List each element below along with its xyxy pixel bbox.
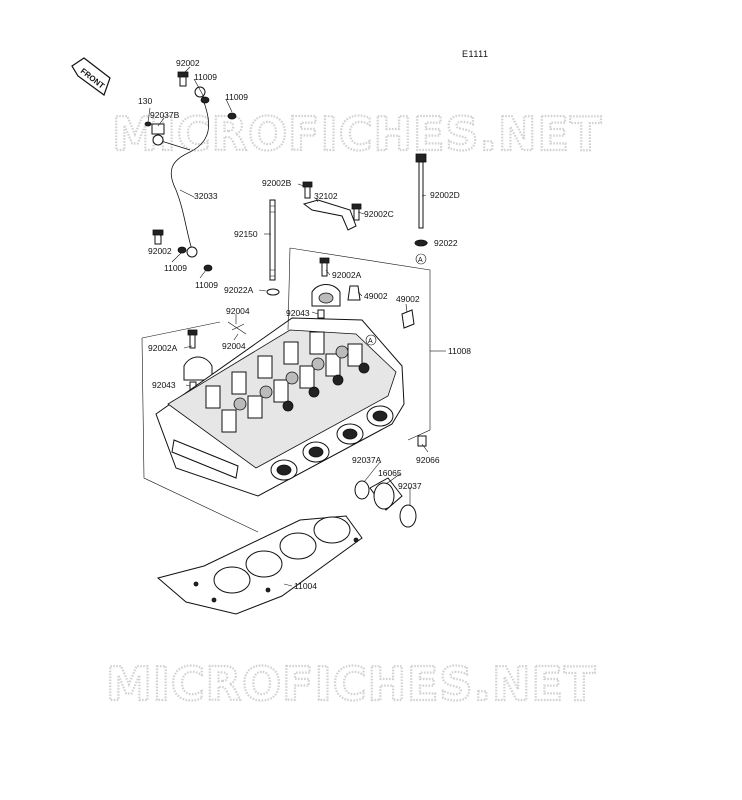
label-92002d: 92002D [430, 190, 460, 200]
label-92043-right: 92043 [286, 308, 310, 318]
label-92002b: 92002B [262, 178, 292, 188]
label-32033: 32033 [194, 191, 218, 201]
label-32102: 32102 [314, 191, 338, 201]
label-130: 130 [138, 96, 152, 106]
cylinder-head: A [155, 317, 405, 497]
marker-a-head: A [368, 338, 373, 345]
marker-a-right: A [418, 257, 423, 264]
intake-ports [270, 405, 394, 481]
label-92002-mid: 92002 [148, 246, 172, 256]
bolt-92002d: A [414, 153, 428, 265]
label-92037a: 92037A [352, 455, 382, 465]
label-11004: 11004 [294, 581, 317, 591]
valve-bores [233, 345, 370, 412]
label-92066: 92066 [416, 455, 440, 465]
intake-holder-parts [354, 477, 417, 528]
label-92004-b: 92004 [222, 341, 246, 351]
label-92150: 92150 [234, 229, 258, 239]
cam-towers [205, 331, 363, 433]
label-92043-left: 92043 [152, 380, 176, 390]
label-92022a: 92022A [224, 285, 254, 295]
label-11009-b: 11009 [225, 92, 248, 102]
dowel-pin-92066 [417, 435, 427, 447]
label-16065: 16065 [378, 468, 402, 478]
label-49002-a: 49002 [364, 291, 388, 301]
label-92002a-right: 92002A [332, 270, 362, 280]
label-92037: 92037 [398, 481, 422, 491]
front-arrow-icon: FRONT [71, 57, 111, 96]
label-49002-b: 49002 [396, 294, 420, 304]
label-11008: 11008 [448, 346, 471, 356]
label-92022: 92022 [434, 238, 458, 248]
oil-pipe-assembly [144, 71, 237, 272]
diagram-ref-code: E1111 [462, 49, 489, 59]
label-92002-top: 92002 [176, 58, 200, 68]
leader-lines [147, 66, 446, 587]
label-11009-a: 11009 [194, 72, 217, 82]
label-92004-a: 92004 [226, 306, 250, 316]
bracket-32102 [302, 181, 362, 231]
label-92002a-left: 92002A [148, 343, 178, 353]
watermark-bottom: MICROFICHES.NET [106, 657, 596, 711]
watermark-top: MICROFICHES.NET [112, 107, 602, 161]
head-group-outline [141, 247, 431, 533]
part-labels: 92002 11009 11009 130 92037B 32033 92002… [138, 58, 471, 591]
head-gasket [156, 515, 363, 615]
label-11009-d: 11009 [195, 280, 218, 290]
label-92037b: 92037B [150, 110, 180, 120]
stud-92150 [266, 199, 280, 296]
label-11009-c: 11009 [164, 263, 187, 273]
cam-cap-right [311, 257, 415, 329]
label-92002c: 92002C [364, 209, 394, 219]
